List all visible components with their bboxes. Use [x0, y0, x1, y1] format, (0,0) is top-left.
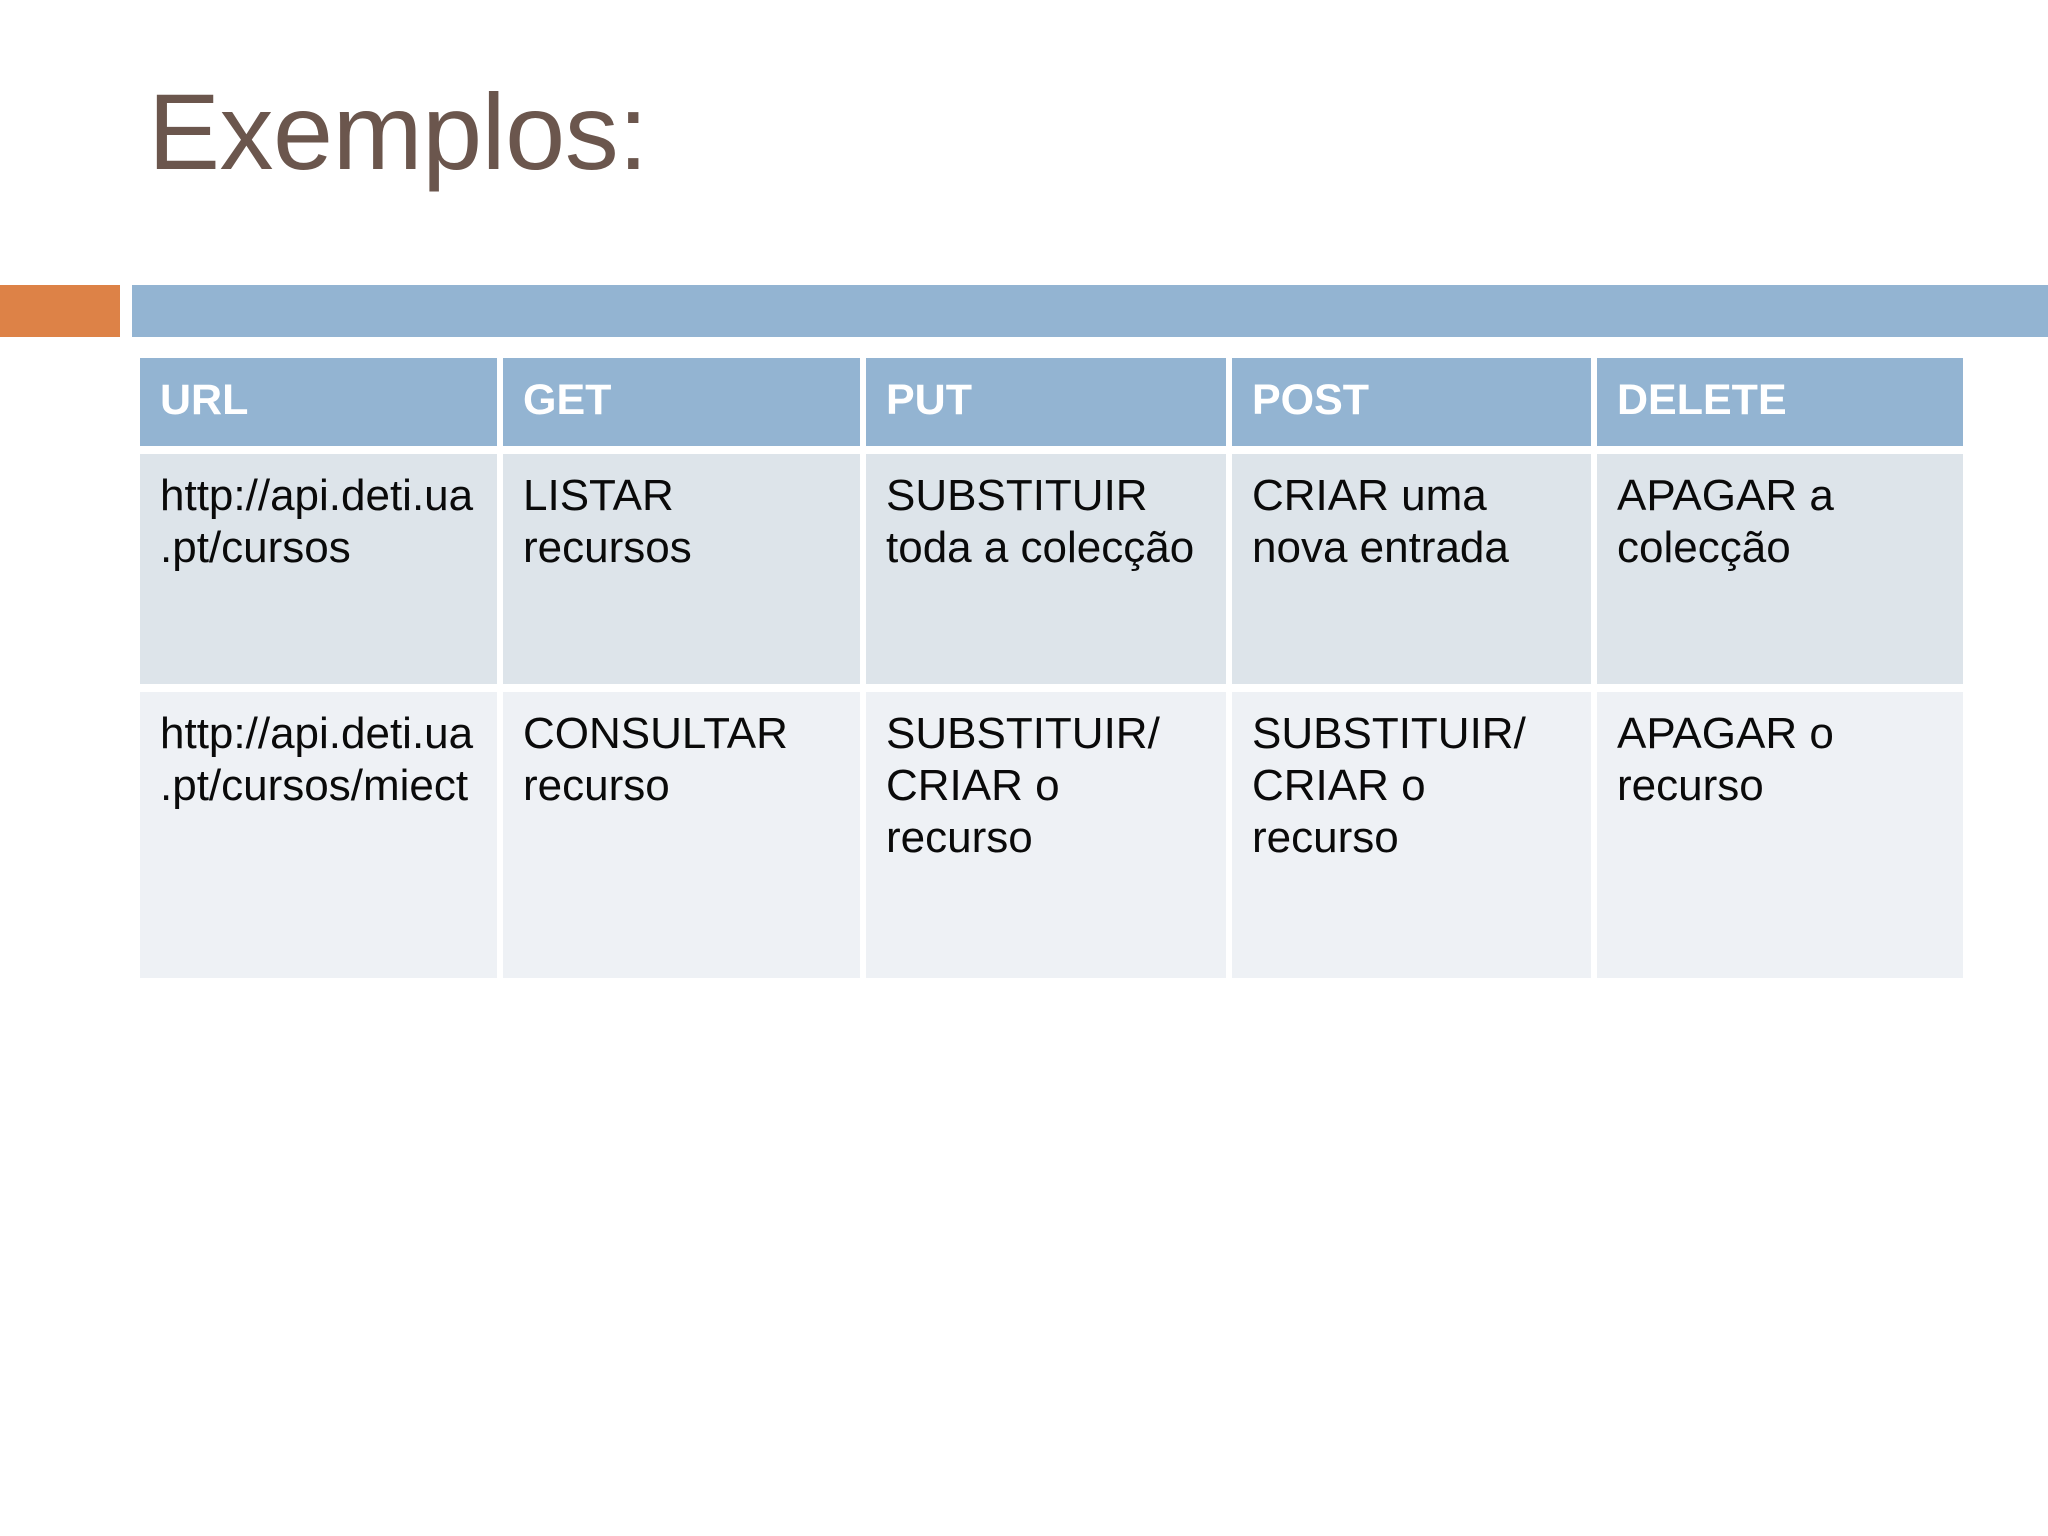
cell-url-text: http://api.deti.ua.pt/cursos	[160, 471, 474, 572]
table-row: http://api.deti.ua.pt/cursos/miect CONSU…	[140, 692, 1963, 986]
cell-delete-text: APAGAR o recurso	[1617, 709, 1834, 810]
cell-delete-text: APAGAR a colecção	[1617, 471, 1834, 572]
cell-post-text: SUBSTITUIR/ CRIAR o recurso	[1252, 709, 1526, 862]
column-header-put: PUT	[866, 358, 1232, 454]
cell-get: LISTAR recursos	[503, 454, 866, 692]
cell-url: http://api.deti.ua.pt/cursos	[140, 454, 503, 692]
rest-methods-table: URL GET PUT POST DELETE http://api.deti.…	[140, 358, 1963, 986]
column-header-get: GET	[503, 358, 866, 454]
accent-bar-orange	[0, 285, 120, 337]
table-row: http://api.deti.ua.pt/cursos LISTAR recu…	[140, 454, 1963, 692]
cell-delete: APAGAR o recurso	[1597, 692, 1963, 986]
cell-url: http://api.deti.ua.pt/cursos/miect	[140, 692, 503, 986]
cell-get: CONSULTAR recurso	[503, 692, 866, 986]
cell-put: SUBSTITUIR/ CRIAR o recurso	[866, 692, 1232, 986]
column-header-post: POST	[1232, 358, 1597, 454]
column-header-url: URL	[140, 358, 503, 454]
column-header-delete: DELETE	[1597, 358, 1963, 454]
cell-put: SUBSTITUIR toda a colecção	[866, 454, 1232, 692]
cell-post: CRIAR uma nova entrada	[1232, 454, 1597, 692]
cell-delete: APAGAR a colecção	[1597, 454, 1963, 692]
cell-put-text: SUBSTITUIR toda a colecção	[886, 471, 1195, 572]
page-title: Exemplos:	[148, 71, 648, 192]
cell-post-text: CRIAR uma nova entrada	[1252, 471, 1509, 572]
cell-url-text: http://api.deti.ua.pt/cursos/miect	[160, 709, 474, 810]
cell-post: SUBSTITUIR/ CRIAR o recurso	[1232, 692, 1597, 986]
cell-get-text: CONSULTAR recurso	[523, 709, 788, 810]
cell-put-text: SUBSTITUIR/ CRIAR o recurso	[886, 709, 1160, 862]
accent-bar-blue	[132, 285, 2048, 337]
cell-get-text: LISTAR recursos	[523, 471, 692, 572]
table-header-row: URL GET PUT POST DELETE	[140, 358, 1963, 454]
